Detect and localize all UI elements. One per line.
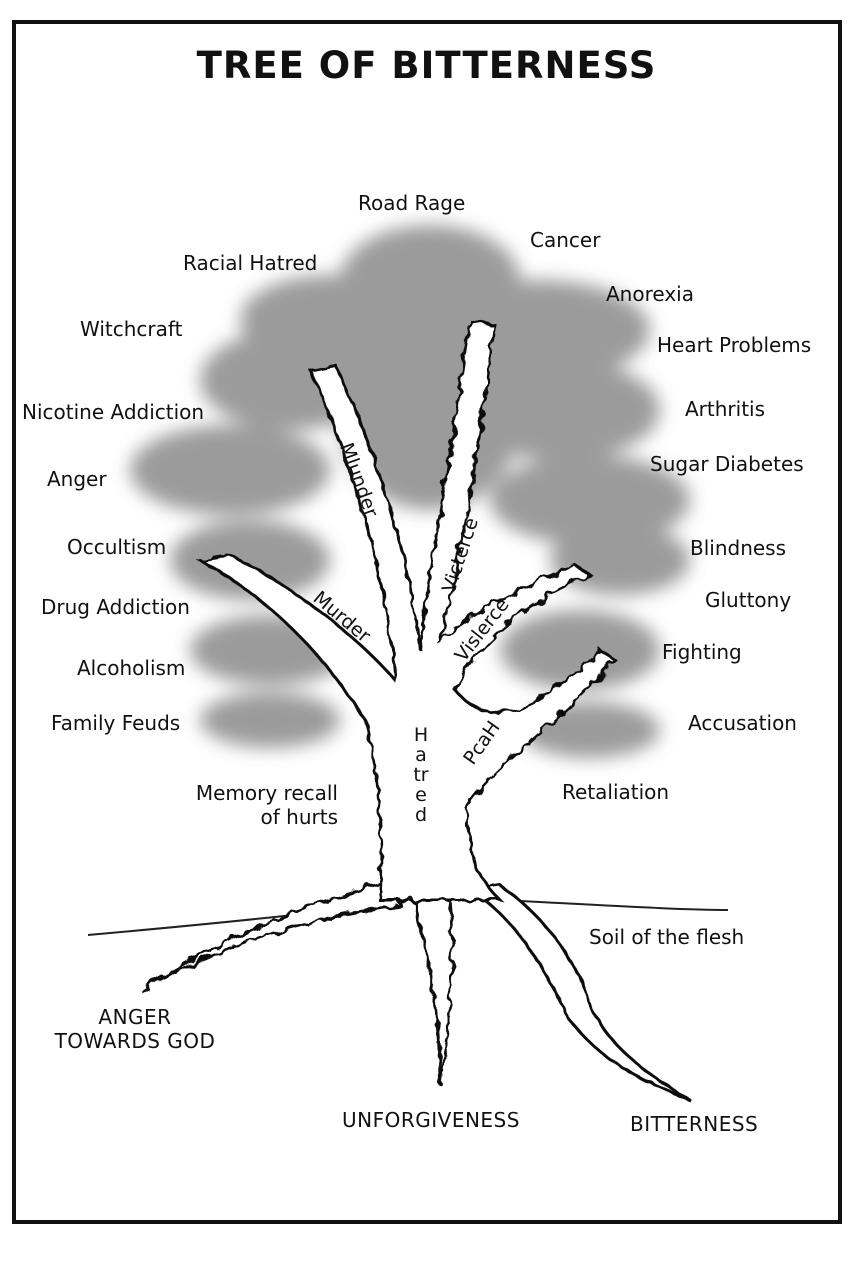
trunk-and-branches (195, 318, 618, 902)
root-label-bitterness: BITTERNESS (630, 1112, 759, 1136)
page-title: TREE OF BITTERNESS (196, 44, 657, 87)
label-blindness: Blindness (690, 536, 787, 560)
label-sugar-diabetes: Sugar Diabetes (650, 452, 804, 476)
root-label-unforgiveness: UNFORGIVENESS (342, 1108, 520, 1132)
label-occultism: Occultism (67, 535, 167, 559)
root-label-anger-towards-god: ANGER TOWARDS GOD (40, 1005, 230, 1053)
label-memory-recall: Memory recall of hurts (186, 781, 338, 829)
branch-label-hatred: Hatred (413, 724, 429, 826)
label-accusation: Accusation (688, 711, 797, 735)
root-label-anger-line1: ANGER (98, 1005, 172, 1029)
label-arthritis: Arthritis (685, 397, 766, 421)
label-memory-recall-line2: of hurts (260, 805, 338, 829)
label-anorexia: Anorexia (606, 282, 694, 306)
label-cancer: Cancer (530, 228, 601, 252)
label-anger: Anger (47, 467, 107, 491)
label-alcoholism: Alcoholism (77, 656, 186, 680)
label-road-rage: Road Rage (358, 191, 466, 215)
canopy (130, 225, 690, 758)
root-label-anger-line2: TOWARDS GOD (54, 1029, 216, 1053)
label-nicotine-addiction: Nicotine Addiction (22, 400, 205, 424)
label-retaliation: Retaliation (562, 780, 670, 804)
label-soil-of-the-flesh: Soil of the flesh (589, 925, 745, 949)
label-fighting: Fighting (662, 640, 742, 664)
label-drug-addiction: Drug Addiction (41, 595, 190, 619)
label-gluttony: Gluttony (705, 588, 792, 612)
label-memory-recall-line1: Memory recall (195, 781, 338, 805)
label-family-feuds: Family Feuds (51, 711, 181, 735)
label-racial-hatred: Racial Hatred (183, 251, 318, 275)
roots (139, 878, 691, 1102)
label-heart-problems: Heart Problems (657, 333, 812, 357)
page-border (12, 20, 842, 1224)
label-witchcraft: Witchcraft (80, 317, 183, 341)
